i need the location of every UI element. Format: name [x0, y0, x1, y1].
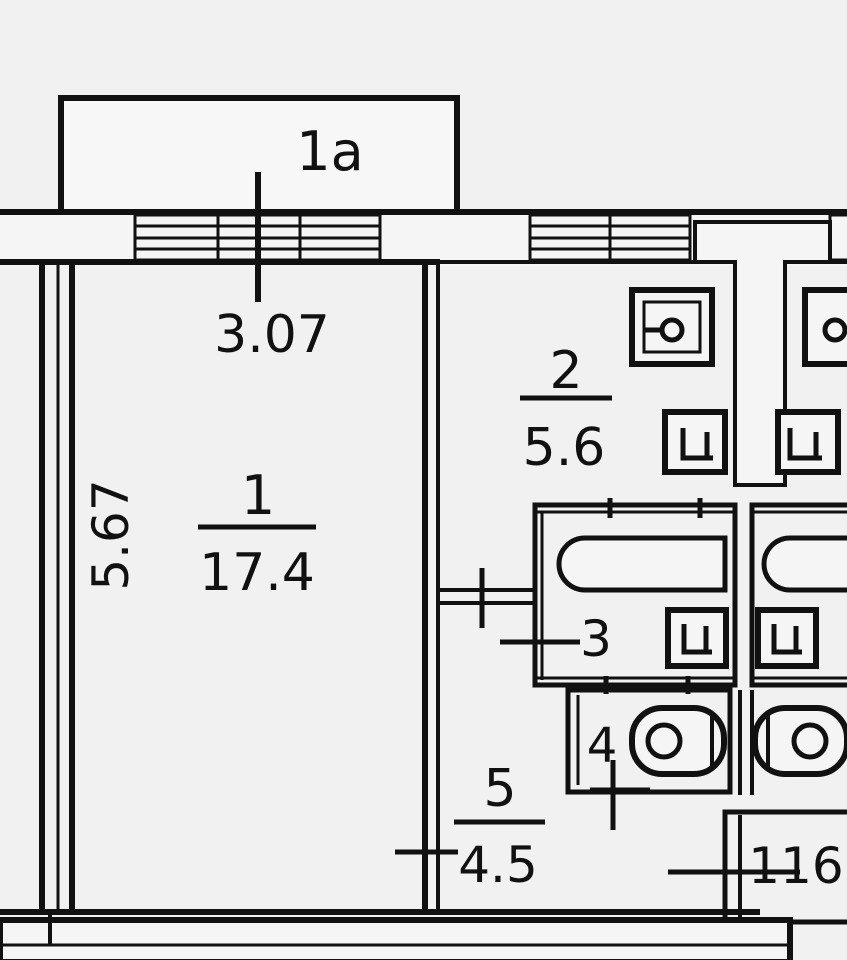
hall-door-mark: [395, 639, 580, 855]
bathroom-sink-icon: [665, 607, 729, 669]
room-1-area: 17.4: [199, 543, 315, 603]
toilet-door-marks: [590, 760, 650, 830]
neighbor-bathroom: [749, 502, 847, 688]
bathtub-icon: [556, 535, 728, 593]
room-4-number: 4: [587, 718, 618, 774]
wall-kitchen-hall: [438, 568, 535, 628]
toilet-neighbor-icon: [752, 705, 847, 777]
kitchen-sink-icon: [662, 409, 728, 475]
window-right-edge: [828, 213, 847, 262]
room-5-area: 4.5: [458, 836, 538, 894]
room-1a-number: 1а: [296, 120, 363, 183]
window-room-2: [528, 213, 692, 262]
room-5-number: 5: [483, 759, 516, 819]
ventilation-shaft: [693, 220, 832, 487]
kitchen-sink-neighbor-icon: [775, 409, 841, 475]
bathroom-walls: [532, 498, 738, 694]
dimension-length-label: 5.67: [82, 479, 140, 590]
room-2-area: 5.6: [523, 418, 606, 478]
room-1-number: 1: [241, 464, 275, 527]
dimension-width-label: 3.07: [214, 305, 330, 365]
stove-neighbor-icon: [802, 287, 847, 367]
stove-icon: [629, 287, 715, 367]
exterior-wall-left: [39, 262, 75, 915]
exterior-wall-bottom: [0, 909, 793, 960]
room-2-number: 2: [549, 341, 582, 401]
toilet-icon: [629, 705, 727, 777]
dimension-partial-label: 116: [748, 837, 843, 895]
room-3-number: 3: [580, 610, 612, 668]
